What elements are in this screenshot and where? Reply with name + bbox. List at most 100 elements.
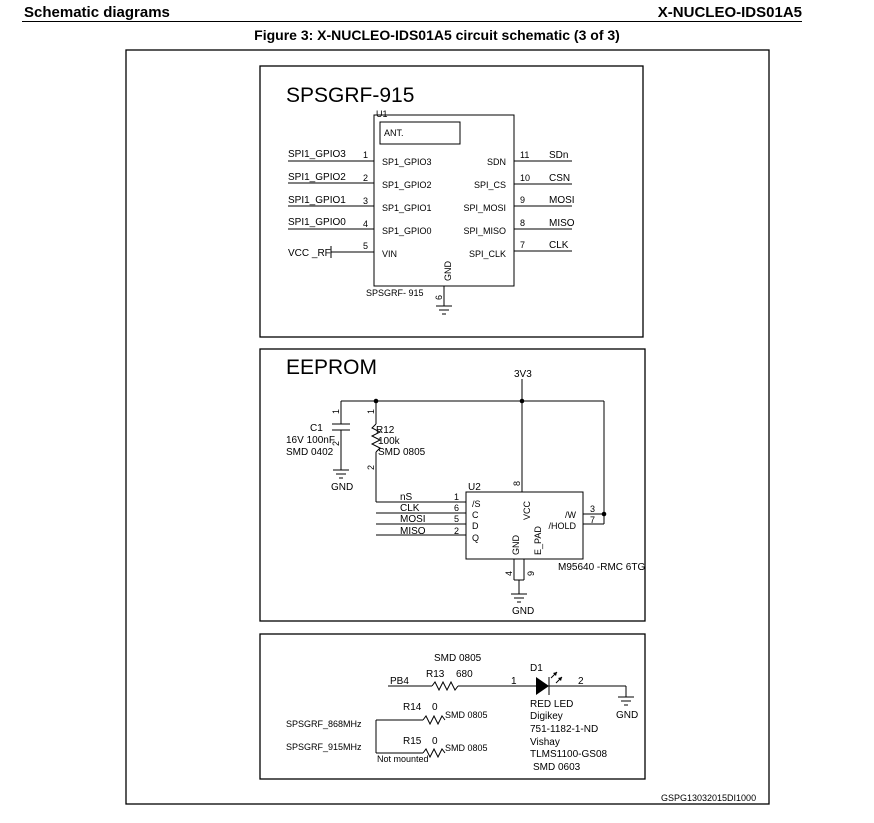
- led-gnd-label: GND: [616, 710, 638, 721]
- net-label: CSN: [549, 173, 570, 184]
- u1-ref: U1: [376, 109, 388, 119]
- antenna-box: [379, 121, 461, 145]
- u2-gnd-label: GND: [512, 606, 534, 617]
- u2-gnd-name: GND: [511, 535, 521, 556]
- ground-symbol: [511, 593, 527, 603]
- pb4-label: PB4: [390, 676, 409, 687]
- c1-pin2: 2: [331, 441, 341, 446]
- pin-name: D: [472, 521, 479, 531]
- r14-ref: R14: [403, 702, 422, 713]
- eeprom-block: EEPROM 3V3 1 2 C1 16V 100nF SMD 0402 GND…: [259, 348, 646, 622]
- pin-number: 8: [520, 218, 525, 228]
- r15-package: SMD 0805: [445, 743, 488, 753]
- pin-name: /S: [472, 499, 481, 509]
- d1-ref: D1: [530, 663, 543, 674]
- ground-symbol: [333, 469, 349, 479]
- r14-value: 0: [432, 702, 438, 713]
- net-label: SPI1_GPIO3: [288, 149, 346, 160]
- u1-body: [373, 114, 515, 287]
- pin-name: SP1_GPIO1: [382, 203, 432, 213]
- r12-value: 100k: [378, 436, 401, 447]
- net-label: CLK: [549, 240, 569, 251]
- outer-frame: [125, 49, 770, 805]
- pin-name: Q: [472, 533, 479, 543]
- rf-title: SPSGRF-915: [286, 84, 414, 107]
- header-rule: [22, 21, 802, 22]
- pin-name: SP1_GPIO0: [382, 226, 432, 236]
- d1-pin1: 1: [511, 676, 517, 687]
- led-info-line: SMD 0603: [533, 762, 581, 773]
- u1-gnd-name: GND: [443, 261, 453, 282]
- r14-package: SMD 0805: [445, 710, 488, 720]
- rf-panel: [259, 65, 644, 338]
- net-label: SPI1_GPIO0: [288, 217, 346, 228]
- r12-ref: R12: [376, 425, 395, 436]
- c1-package: SMD 0402: [286, 447, 334, 458]
- pin-name: SPI_CLK: [469, 249, 506, 259]
- pin-name: SPI_MISO: [463, 226, 506, 236]
- r14-net-label: SPSGRF_868MHz: [286, 719, 362, 729]
- pin-name: SPI_CS: [474, 180, 506, 190]
- led-part-info: RED LED Digikey 751-1182-1-ND Vishay TLM…: [530, 699, 608, 773]
- led-info-line: RED LED: [530, 699, 573, 710]
- led-info-line: TLMS1100-GS08: [530, 749, 608, 760]
- r15-note: Not mounted: [377, 754, 429, 764]
- ground-symbol: [618, 696, 634, 706]
- rf-module-block: SPSGRF-915 U1 ANT. SPI1_GPIO3 1 SP1_GPIO…: [259, 65, 644, 338]
- r13-ref: R13: [426, 669, 445, 680]
- pin-number: 9: [520, 195, 525, 205]
- pin-number: 1: [454, 492, 459, 502]
- pin-number: 1: [363, 150, 368, 160]
- net-label: SDn: [549, 150, 568, 161]
- pin-number: 5: [454, 514, 459, 524]
- eeprom-title: EEPROM: [286, 356, 377, 379]
- c1-pin1: 1: [331, 409, 341, 414]
- pin-name: C: [472, 510, 479, 520]
- pin-number: 10: [520, 173, 530, 183]
- net-label: CLK: [400, 503, 420, 514]
- r15-net-label: SPSGRF_915MHz: [286, 742, 362, 752]
- pin-number: 3: [590, 504, 595, 514]
- c1-ref: C1: [310, 423, 323, 434]
- c1-gnd-label: GND: [331, 482, 353, 493]
- r15-ref: R15: [403, 736, 422, 747]
- pin-number: 11: [520, 150, 529, 160]
- led-panel: [259, 633, 646, 780]
- r12-resistor: [370, 423, 382, 453]
- pin-number: 2: [363, 173, 368, 183]
- net-label: SPI1_GPIO1: [288, 195, 346, 206]
- u1-right-pins: SDN 11 SDn SPI_CS 10 CSN SPI_MOSI 9 MOSI…: [463, 150, 574, 259]
- pin-name: /W: [565, 510, 577, 520]
- pin-name: SPI_MOSI: [463, 203, 506, 213]
- figure-code: GSPG13032015DI1000: [661, 793, 756, 803]
- u2-ref: U2: [468, 482, 481, 493]
- ground-symbol: [436, 305, 452, 315]
- led-diode-icon: [536, 677, 549, 695]
- pin-number: 5: [363, 241, 368, 251]
- led-info-line: Vishay: [530, 737, 560, 748]
- d1-pin2: 2: [578, 676, 584, 687]
- u2-epad-name: E_PAD: [533, 526, 543, 555]
- led-info-line: Digikey: [530, 711, 563, 722]
- pin-number: 7: [520, 240, 525, 250]
- rail-label-3v3: 3V3: [514, 369, 532, 380]
- section-header: Schematic diagrams: [24, 4, 170, 21]
- pin-name: /HOLD: [548, 521, 576, 531]
- r14-resistor: [422, 714, 446, 726]
- r13-resistor: [431, 680, 459, 692]
- r15-resistor: [422, 747, 446, 759]
- pin-name: SP1_GPIO3: [382, 157, 432, 167]
- r15-value: 0: [432, 736, 438, 747]
- net-label: nS: [400, 492, 413, 503]
- pin-name: SDN: [487, 157, 506, 167]
- eeprom-panel: [259, 348, 646, 622]
- net-label: VCC _RF: [288, 248, 331, 259]
- u1-gnd-pin: 6: [434, 295, 444, 300]
- r12-pin2: 2: [366, 465, 376, 470]
- u1-left-pins: SPI1_GPIO3 1 SP1_GPIO3 SPI1_GPIO2 2 SP1_…: [288, 149, 432, 259]
- u1-part-number: SPSGRF- 915: [366, 288, 424, 298]
- u2-vcc-name: VCC: [522, 500, 532, 520]
- u2-gnd-pin: 4: [504, 571, 514, 576]
- pin-number: 2: [454, 526, 459, 536]
- pin-number: 7: [590, 515, 595, 525]
